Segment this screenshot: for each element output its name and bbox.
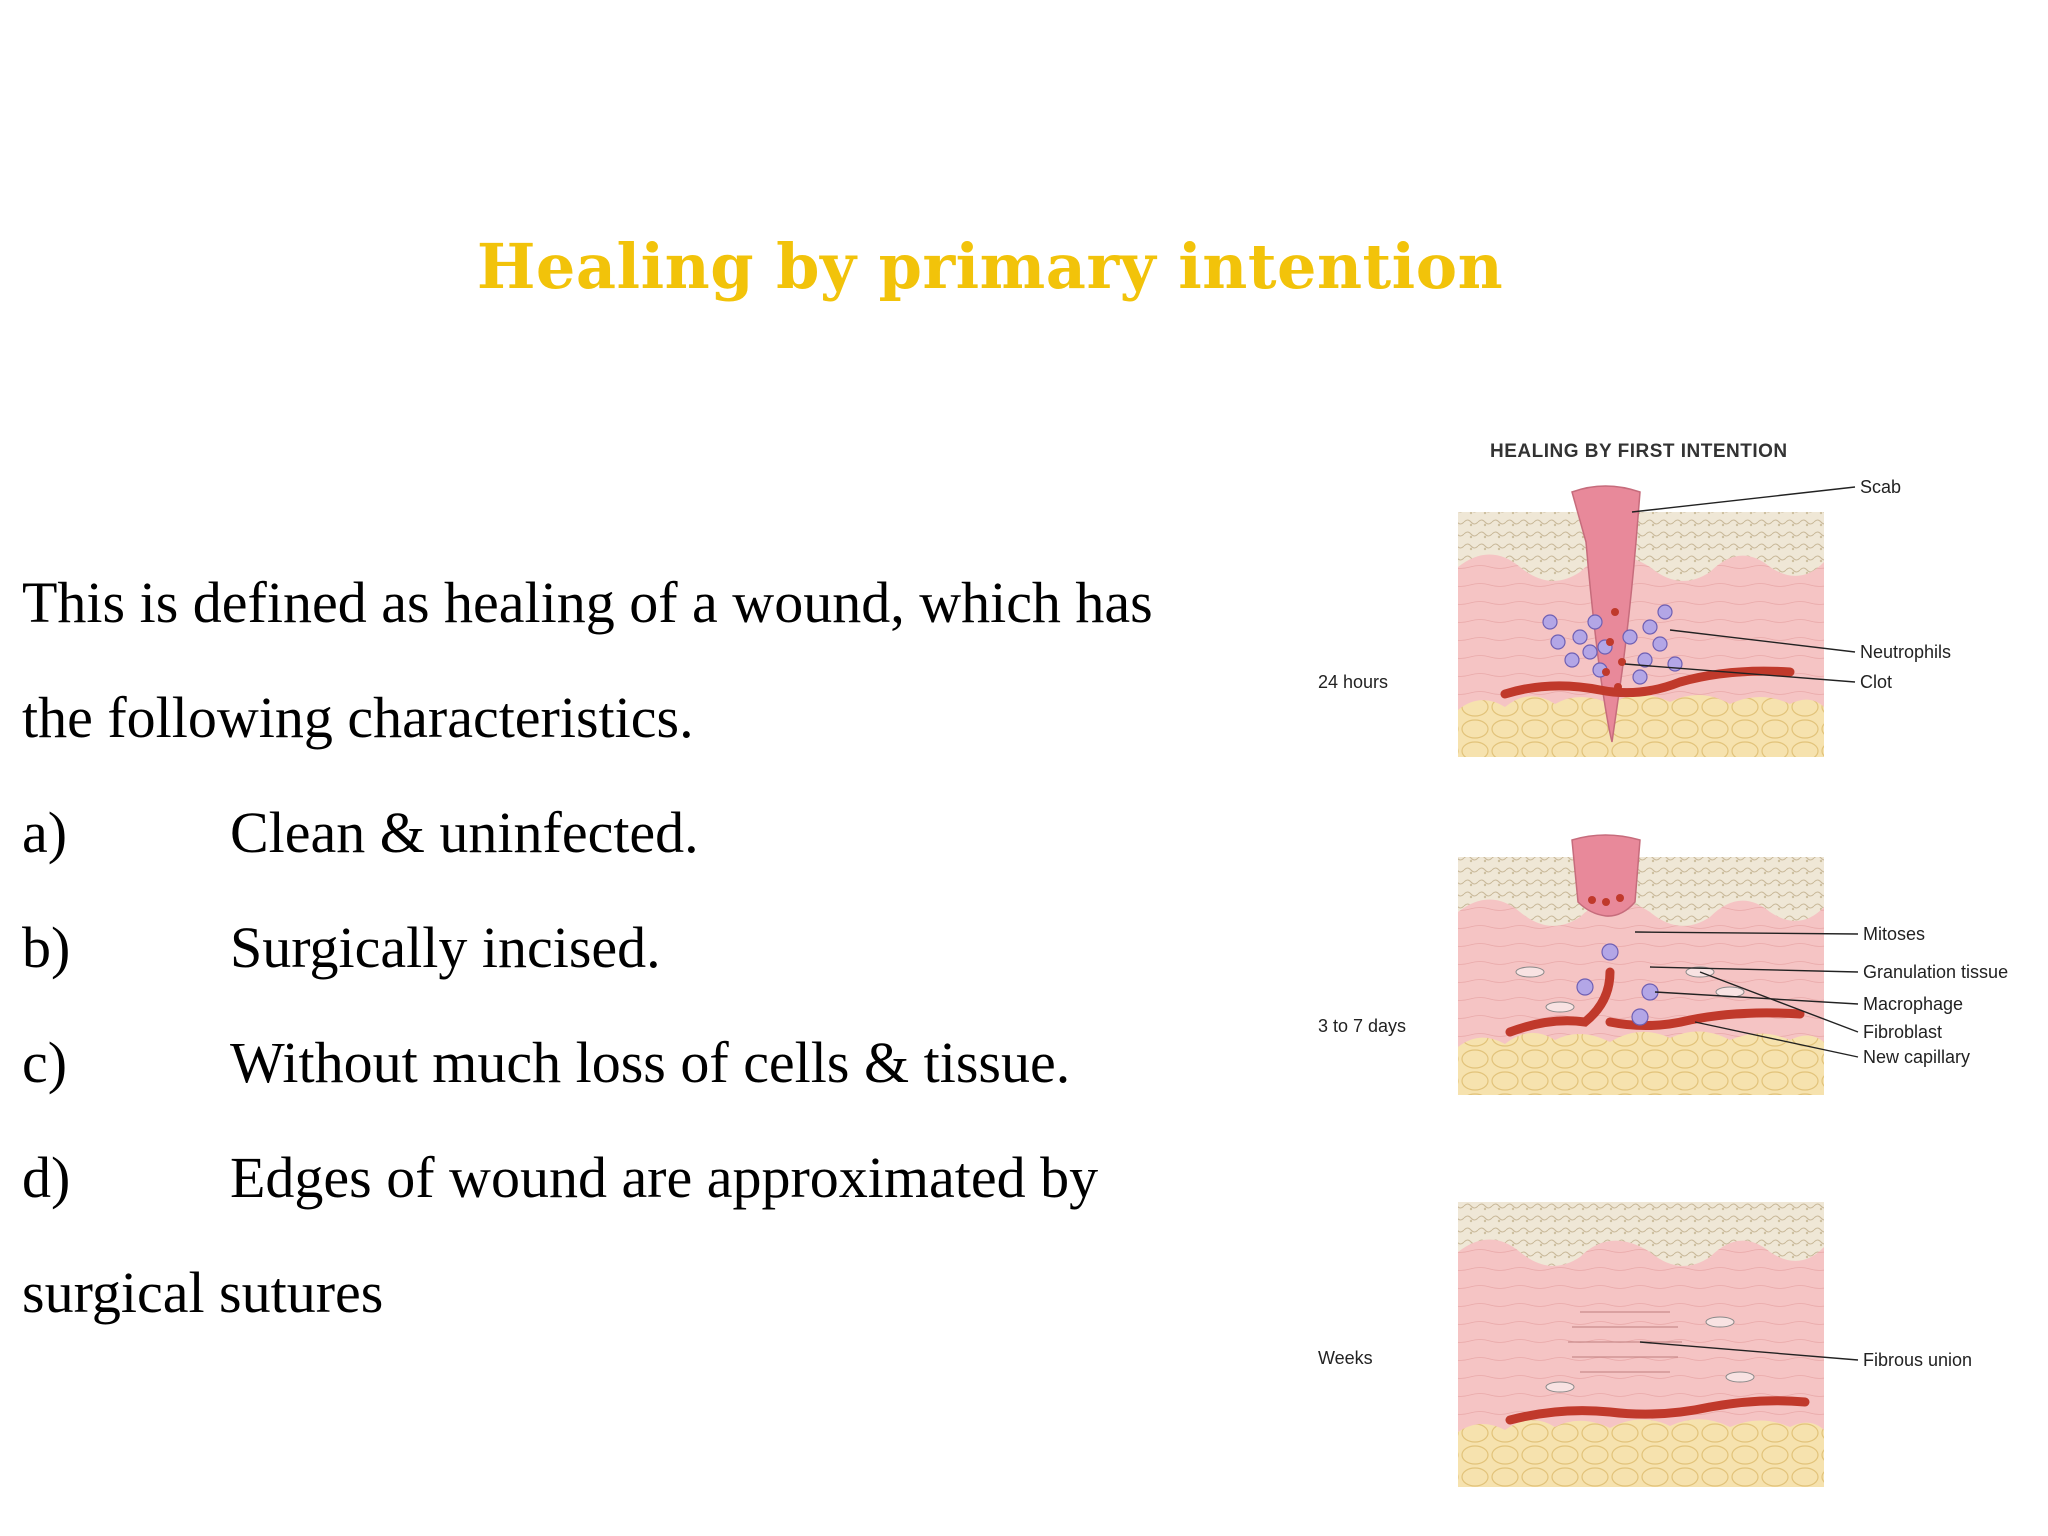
list-item: b) Surgically incised. [22,890,1282,1005]
intro-line-2: the following characteristics. [22,685,694,750]
fat-layer [1458,1031,1824,1095]
intro-line-1: This is defined as healing of a wound, w… [22,570,1153,635]
label-mitoses: Mitoses [1863,924,1925,944]
list-text: Edges of wound are approximated by [230,1145,1099,1210]
healing-diagram: HEALING BY FIRST INTENTION [1310,432,2046,1512]
fibroblasts [1545,1316,1755,1393]
label-scab: Scab [1860,477,1901,497]
list-item: d) Edges of wound are approximated by [22,1120,1282,1235]
list-item: c) Without much loss of cells & tissue. [22,1005,1282,1120]
leader-line [1639,1341,1859,1361]
slide-title: Healing by primary intention [476,230,1504,303]
blood-vessel [1505,1396,1810,1425]
stage-24-hours: Scab Neutrophils Clot 24 hours [1318,477,1951,757]
label-clot: Clot [1860,672,1892,692]
label-neutrophils: Neutrophils [1860,642,1951,662]
figure-title: HEALING BY FIRST INTENTION [1490,441,1788,462]
new-capillary [1505,967,1805,1037]
label-fibroblast: Fibroblast [1863,1022,1942,1042]
epidermis-layer [1458,512,1824,581]
stage-time-label: 24 hours [1318,672,1388,692]
fat-layer [1458,1419,1824,1487]
list-marker: c) [22,1030,68,1095]
neutrophil-cluster [1542,604,1683,685]
label-new-capillary: New capillary [1863,1047,1970,1067]
list-text: Clean & uninfected. [230,800,699,865]
red-cells [1602,608,1626,691]
list-text: Without much loss of cells & tissue. [230,1030,1071,1095]
label-granulation-tissue: Granulation tissue [1863,962,2008,982]
stage-3-to-7-days: Mitoses Granulation tissue Macrophage Fi… [1318,834,2008,1095]
list-text: Surgically incised. [230,915,661,980]
list-marker: b) [22,915,71,980]
label-fibrous-union: Fibrous union [1863,1350,1972,1370]
healing-diagram-svg: HEALING BY FIRST INTENTION [1318,441,2008,1487]
leader-lines [1634,931,1859,1058]
stage-weeks: Fibrous union Weeks [1318,1202,1972,1487]
list-item: a) Clean & uninfected. [22,775,1282,890]
stage-time-label: 3 to 7 days [1318,1016,1406,1036]
epidermis-layer [1458,1202,1824,1266]
label-macrophage: Macrophage [1863,994,1963,1014]
epidermis-layer [1458,857,1824,926]
macrophages [1576,943,1659,1026]
stage-time-label: Weeks [1318,1348,1373,1368]
red-cells [1588,894,1624,906]
leader-lines [1624,486,1856,683]
closing-line: surgical sutures [22,1260,384,1325]
list-marker: d) [22,1145,71,1210]
fat-layer [1458,694,1824,757]
fibrous-union [1568,1311,1682,1373]
scab-wedge [1571,485,1641,743]
body-text: This is defined as healing of a wound, w… [22,545,1282,1350]
list-marker: a) [22,800,68,865]
